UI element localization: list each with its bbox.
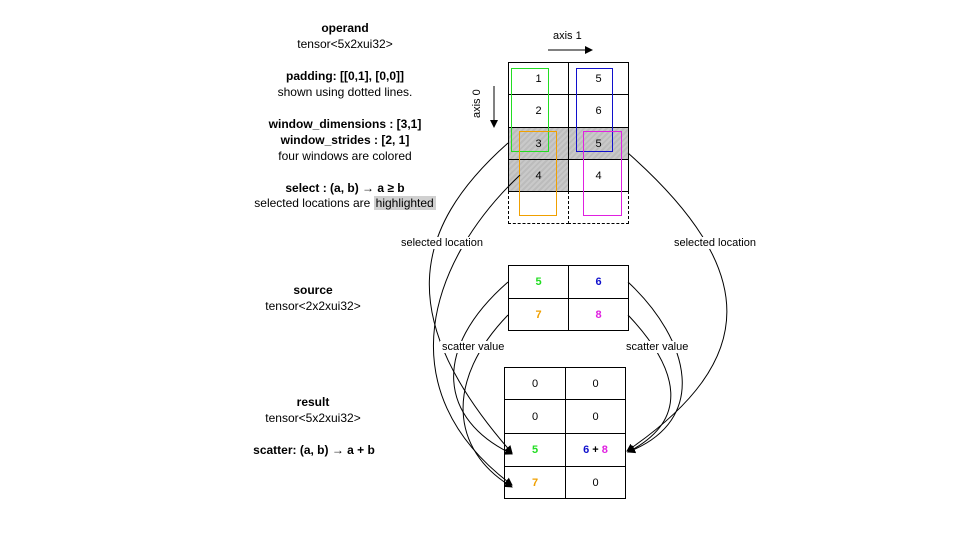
selected-location-curve bbox=[626, 152, 728, 452]
padding-cell bbox=[568, 191, 629, 224]
selected-location-curve bbox=[428, 142, 513, 454]
source-title: source bbox=[293, 283, 333, 297]
select-desc-text: selected locations are bbox=[254, 196, 374, 210]
axis-1-label: axis 1 bbox=[553, 30, 582, 42]
scatter-value-curve bbox=[627, 314, 672, 453]
operand-cell: 4 bbox=[568, 159, 629, 192]
sum-term-b: 8 bbox=[601, 444, 608, 456]
result-type: tensor<5x2xui32> bbox=[265, 411, 361, 425]
scatter-title: scatter: (a, b) → a + b bbox=[253, 443, 375, 457]
padding-title: padding: [[0,1], [0,0]] bbox=[286, 69, 404, 83]
sum-term-a: 6 bbox=[583, 444, 590, 456]
scatter-value-curve bbox=[453, 281, 513, 455]
result-cell: 0 bbox=[565, 466, 626, 499]
selected-location-label-right: selected location bbox=[672, 237, 758, 249]
window-dimensions: window_dimensions : [3,1] bbox=[268, 117, 422, 131]
padding-desc: shown using dotted lines. bbox=[277, 85, 413, 99]
window-strides: window_strides : [2, 1] bbox=[280, 133, 410, 147]
result-title: result bbox=[296, 395, 330, 409]
scatter-value-label-left: scatter value bbox=[440, 341, 507, 353]
highlighted-word: highlighted bbox=[373, 196, 436, 210]
windows-desc: four windows are colored bbox=[278, 149, 412, 163]
scatter-value-label-right: scatter value bbox=[624, 341, 691, 353]
select-desc: selected locations are highlighted bbox=[240, 196, 450, 211]
operand-type: tensor<5x2xui32> bbox=[297, 37, 393, 51]
operand-title: operand bbox=[321, 21, 369, 35]
sum-operator: + bbox=[589, 444, 602, 456]
scatter-value-curve bbox=[627, 281, 683, 454]
operand-cell-selected: 4 bbox=[508, 159, 569, 192]
selected-location-curve bbox=[432, 174, 521, 486]
select-title: select : (a, b) → a ≥ b bbox=[285, 181, 405, 195]
source-cell: 8 bbox=[568, 298, 629, 331]
source-type: tensor<2x2xui32> bbox=[265, 299, 361, 313]
scatter-value-curve bbox=[462, 314, 513, 488]
selected-location-label-left: selected location bbox=[399, 237, 485, 249]
